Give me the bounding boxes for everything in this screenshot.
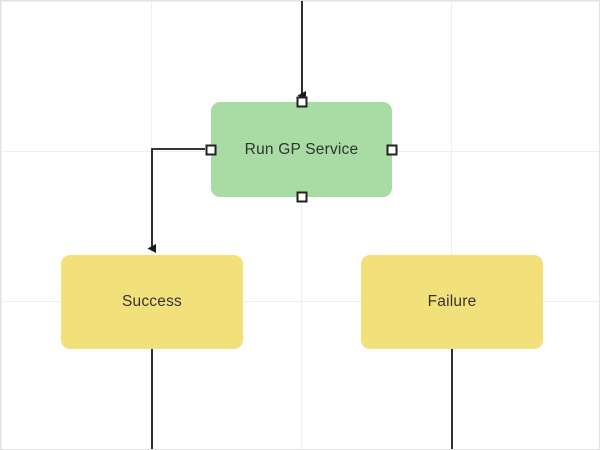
handle-bottom[interactable] <box>296 191 307 203</box>
handle-top[interactable] <box>296 96 307 108</box>
handle-left[interactable] <box>205 144 217 155</box>
node-success[interactable]: Success <box>61 255 243 349</box>
node-run-gp-service[interactable]: Run GP Service <box>205 96 398 203</box>
handle-right[interactable] <box>386 144 398 155</box>
node-failure[interactable]: Failure <box>361 255 543 349</box>
node-label: Run GP Service <box>244 140 359 158</box>
edge-run-gp-service-to-success[interactable] <box>147 148 205 253</box>
node-label: Success <box>122 293 182 311</box>
node-label: Failure <box>427 293 477 311</box>
